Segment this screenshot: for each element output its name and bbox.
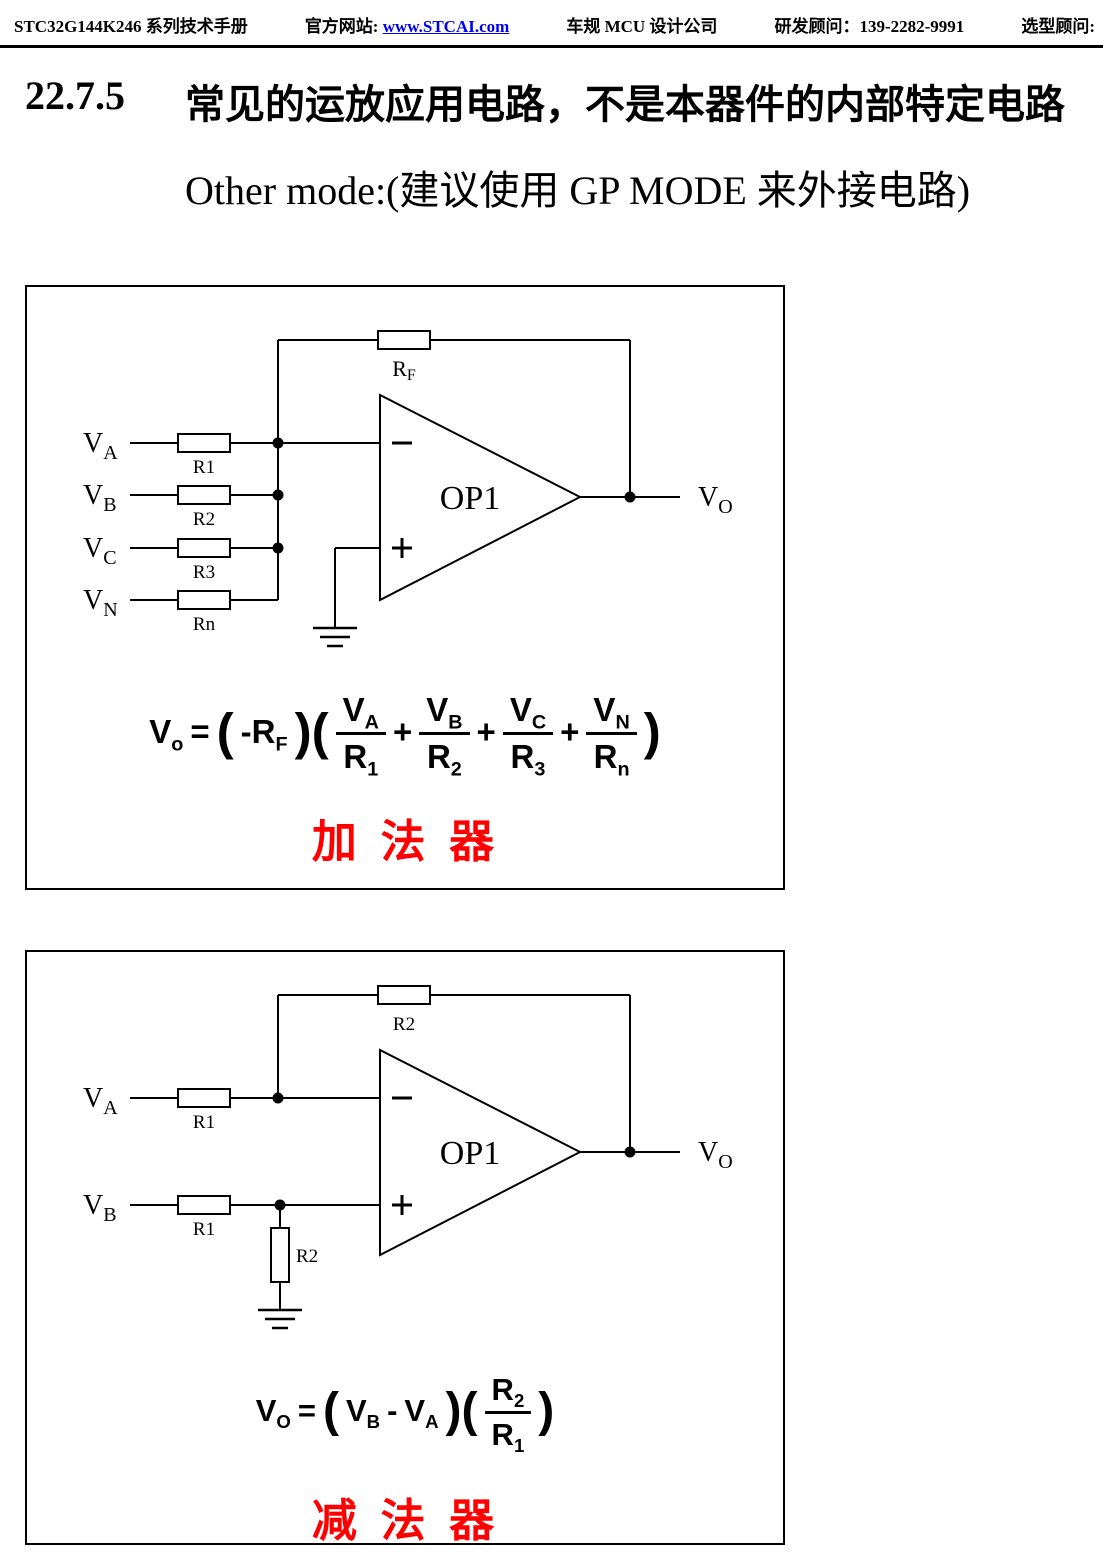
feedback-resistor-label: R2: [393, 1014, 415, 1035]
subtractor-circuit-diagram: R2 OP1 VA R1 VB R1 R2: [83, 985, 733, 1330]
adder-circuit-diagram: RF OP1 VA R1 VB R2 VC R3: [83, 330, 733, 648]
section-title: 常见的运放应用电路，不是本器件的内部特定电路: [185, 82, 1065, 127]
open-paren: (: [216, 702, 234, 760]
resistor-r1-top-label: R1: [193, 1112, 215, 1133]
adder-figure-box: RF OP1 VA R1 VB R2 VC R3: [25, 285, 785, 890]
resistor-r2-label: R2: [193, 509, 215, 530]
plus-sign: +: [392, 713, 413, 750]
adder-input-row-a: VA R1: [83, 428, 231, 478]
selection-label: 选型顾问:: [1021, 17, 1095, 36]
section-heading: 22.7.5 常见的运放应用电路，不是本器件的内部特定电路: [25, 72, 1065, 130]
resistor-r1-label: R1: [193, 457, 215, 478]
official-site: 官方网站: www.STCAI.com: [305, 12, 509, 37]
input-label-vb: VB: [83, 480, 117, 516]
opamp-triangle: [379, 393, 583, 602]
adder-formula: Vo = ( -RF )( VA R1 + VB R2 + VC R3 + VN…: [27, 691, 783, 779]
junction-dots: [272, 1092, 636, 1211]
equals-sign: =: [190, 713, 210, 750]
adder-input-row-c: VC R3: [83, 533, 231, 583]
resistor-r1-top: [177, 1088, 231, 1108]
close-open-paren: )(: [294, 702, 329, 760]
open-paren: (: [322, 1383, 339, 1437]
fraction-vn-rn: VN Rn: [586, 691, 637, 779]
formula-lhs: VO: [255, 1393, 291, 1433]
section-subtitle: Other mode:(建议使用 GP MODE 来外接电路): [185, 168, 971, 213]
opamp-label: OP1: [440, 1135, 500, 1172]
page-header: STC32G144K246 系列技术手册 官方网站: www.STCAI.com…: [0, 0, 1103, 48]
opamp-plus-symbol: [392, 538, 412, 558]
subtractor-caption: 减 法 器: [311, 1494, 499, 1547]
input-label-vn: VN: [83, 585, 118, 621]
coefficient-rf: -RF: [240, 713, 288, 756]
fraction-vc-r3: VC R3: [502, 691, 554, 779]
resistor-rn: [177, 590, 231, 610]
opamp-label: OP1: [440, 480, 500, 517]
input-label-va: VA: [83, 428, 118, 464]
feedback-resistor-label: RF: [392, 356, 416, 384]
close-open-paren: )(: [445, 1383, 478, 1437]
equals-sign: =: [297, 1393, 316, 1428]
adder-input-row-b: VB R2: [83, 480, 231, 530]
subtractor-formula: VO = ( VB - VA )( R2 R1 ): [27, 1372, 783, 1455]
adder-caption: 加 法 器: [311, 815, 499, 868]
term-vb: VB: [345, 1393, 381, 1433]
output-label-vo: VO: [698, 1137, 733, 1173]
input-label-vb: VB: [83, 1190, 117, 1226]
opamp-plus-symbol: [392, 1195, 412, 1215]
resistor-r1-bottom: [177, 1195, 231, 1215]
fraction-vb-r2: VB R2: [419, 691, 470, 779]
site-link[interactable]: www.STCAI.com: [382, 17, 510, 36]
formula-lhs: Vo: [149, 713, 184, 756]
resistor-r2: [177, 485, 231, 505]
feedback-resistor-r2: R2: [377, 985, 431, 1035]
plus-sign: +: [560, 713, 580, 750]
fraction-va-r1: VA R1: [335, 691, 386, 779]
output-label-vo: VO: [698, 482, 733, 518]
subtractor-figure-box: R2 OP1 VA R1 VB R1 R2: [25, 950, 785, 1547]
shunt-resistor-r2: R2: [270, 1227, 318, 1283]
close-paren: ): [643, 702, 661, 760]
shunt-resistor-label: R2: [296, 1246, 318, 1267]
site-label: 官方网站:: [304, 17, 379, 36]
input-label-va: VA: [83, 1083, 118, 1119]
rd-contact: 研发顾问：139-2282-9991: [774, 17, 965, 36]
ground-symbol: [258, 1308, 302, 1330]
manual-title: STC32G144K246 系列技术手册: [14, 17, 248, 36]
subtractor-input-row-a: VA R1: [83, 1083, 231, 1133]
plus-sign: +: [476, 713, 496, 750]
junction-dots: [272, 437, 636, 554]
resistor-r3: [177, 538, 231, 558]
adder-input-row-n: VN Rn: [83, 585, 231, 635]
close-paren: ): [538, 1383, 555, 1437]
input-label-vc: VC: [83, 533, 117, 569]
resistor-rn-label: Rn: [193, 614, 216, 635]
section-number: 22.7.5: [25, 73, 125, 118]
subtractor-input-row-b: VB R1: [83, 1190, 231, 1240]
term-va: VA: [404, 1393, 439, 1433]
minus-sign: -: [387, 1393, 398, 1428]
resistor-r1-bottom-label: R1: [193, 1219, 215, 1240]
ground-symbol: [313, 626, 357, 648]
fraction-r2-r1: R2 R1: [484, 1372, 532, 1455]
opamp-triangle: [379, 1048, 583, 1257]
company-label: 车规 MCU 设计公司: [566, 17, 718, 36]
resistor-r3-label: R3: [193, 562, 215, 583]
resistor-r1: [177, 433, 231, 453]
feedback-resistor-rf: RF: [377, 330, 431, 384]
